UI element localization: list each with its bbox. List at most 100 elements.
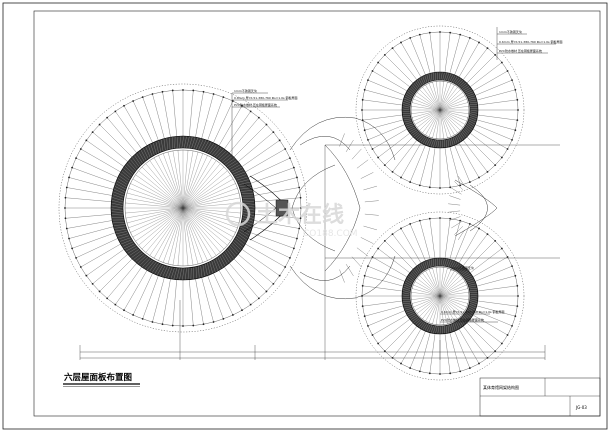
ring-hatch — [219, 152, 229, 161]
spoke-node — [514, 88, 517, 91]
ring-hatch — [457, 265, 464, 272]
inner-spoke — [413, 98, 441, 111]
inner-spoke — [439, 295, 466, 311]
inner-spoke — [411, 106, 441, 111]
ring-hatch — [207, 143, 215, 154]
outer-spoke — [466, 322, 496, 352]
outer-spoke — [372, 70, 408, 92]
spoke-node — [400, 41, 402, 44]
outer-spoke — [444, 218, 451, 259]
spoke-node — [371, 334, 374, 336]
ring-hatch — [115, 231, 128, 235]
connector-arc — [469, 184, 488, 232]
outer-spoke — [367, 80, 405, 96]
ring-hatch — [424, 75, 428, 83]
ring-hatch — [433, 139, 436, 148]
hatched-ring — [402, 72, 478, 148]
spoke-node — [439, 187, 441, 189]
spoke-node — [296, 237, 298, 240]
inner-spoke — [182, 151, 199, 209]
outer-spoke — [470, 133, 502, 158]
connector-tick — [364, 200, 379, 203]
ring-hatch — [404, 121, 413, 125]
ring-hatch — [462, 271, 470, 277]
spoke-node — [516, 98, 519, 101]
ring-hatch — [435, 139, 438, 148]
ring-hatch — [428, 138, 433, 147]
outer-spoke — [392, 48, 417, 80]
ring-hatch — [413, 268, 419, 276]
spoke-node — [241, 104, 243, 107]
inner-spoke — [414, 109, 441, 125]
ring-hatch — [406, 125, 415, 129]
inner-spoke — [439, 270, 455, 297]
ring-hatch — [404, 307, 413, 311]
spoke-node — [478, 227, 480, 230]
hatched-ring — [111, 136, 255, 280]
outer-spoke — [463, 234, 488, 266]
outer-spoke — [463, 48, 488, 80]
ring-hatch — [409, 128, 417, 133]
ring-hatch — [128, 161, 137, 171]
inner-spoke — [182, 207, 231, 242]
ring-hatch — [455, 135, 460, 143]
ring-hatch — [402, 104, 411, 107]
spoke-node — [91, 131, 94, 134]
ring-hatch — [424, 137, 429, 145]
ring-hatch — [465, 311, 473, 317]
inner-spoke — [414, 295, 441, 311]
inner-spoke — [422, 109, 441, 134]
spoke-node — [439, 217, 441, 219]
outer-spoke — [476, 305, 516, 317]
ring-hatch — [460, 82, 467, 88]
inner-spoke — [416, 295, 441, 314]
ring-hatch — [238, 231, 249, 238]
ring-hatch — [147, 145, 153, 157]
ring-hatch — [422, 76, 426, 84]
ring-hatch — [209, 261, 213, 274]
connector-tick — [364, 213, 379, 216]
outer-spoke — [238, 254, 274, 284]
ring-hatch — [235, 237, 245, 246]
outer-spoke — [476, 275, 516, 287]
ring-hatch — [464, 312, 471, 319]
ring-hatch — [198, 138, 204, 151]
ring-hatch — [133, 252, 143, 261]
spoke-node — [517, 109, 519, 111]
outer-spoke — [449, 146, 461, 186]
ring-hatch — [205, 141, 212, 153]
spoke-node — [377, 342, 380, 345]
spoke-node — [500, 247, 503, 250]
ring-hatch — [469, 295, 479, 298]
ring-hatch — [426, 138, 431, 146]
outer-spoke — [372, 256, 408, 278]
spoke-node — [192, 324, 195, 327]
ring-hatch — [467, 121, 475, 127]
spoke-node — [64, 196, 67, 199]
spoke-node — [449, 186, 452, 189]
connector-tick — [339, 133, 345, 147]
ring-hatch — [167, 266, 173, 279]
inner-spoke — [439, 81, 448, 111]
dome-plan-bottom-right — [355, 211, 525, 381]
ring-hatch — [403, 306, 412, 309]
ring-hatch — [422, 323, 428, 330]
ring-hatch — [411, 84, 418, 91]
spoke-node — [298, 186, 301, 189]
inner-spoke — [439, 84, 455, 111]
ring-hatch — [198, 265, 200, 279]
spoke-node — [296, 176, 298, 179]
leader-group-left: 1mm不锈钢天沟 0.6mm 厚YX-51-380-760 Φs=1.0s 钢板… — [231, 88, 298, 160]
inner-spoke — [419, 295, 441, 317]
outer-spoke — [419, 146, 431, 186]
inner-spoke — [182, 155, 208, 209]
spoke-node — [400, 176, 402, 179]
inner-spoke — [126, 207, 184, 224]
spoke-node — [212, 321, 215, 323]
outer-spoke — [475, 124, 513, 140]
ring-hatch — [120, 239, 133, 245]
spoke-node — [517, 295, 519, 297]
outer-spoke — [444, 147, 451, 188]
outer-spoke — [378, 133, 410, 158]
inner-spoke — [172, 207, 184, 266]
